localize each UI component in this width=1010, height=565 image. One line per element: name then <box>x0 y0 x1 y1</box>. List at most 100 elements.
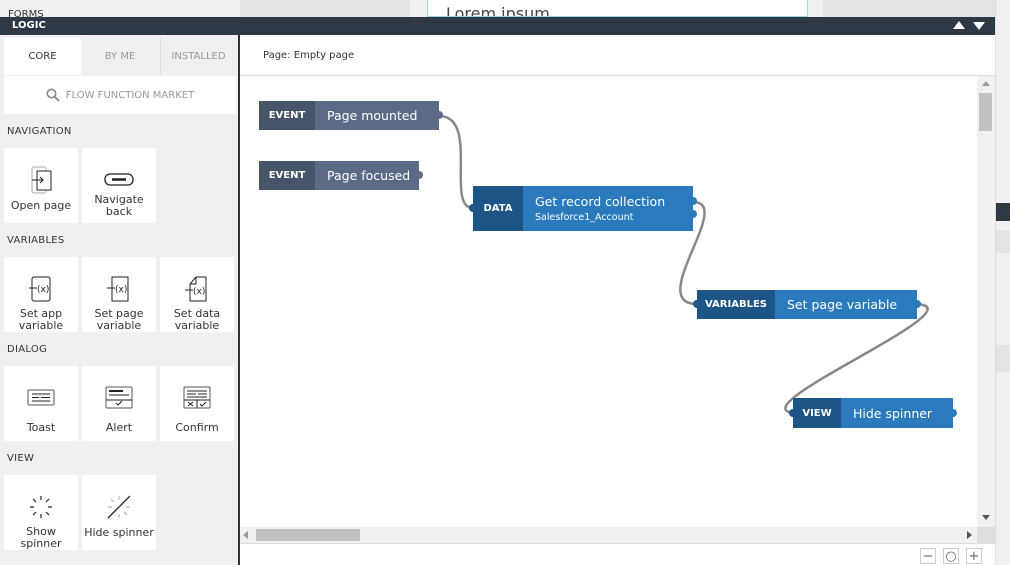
alert-icon <box>105 380 133 416</box>
zoom-reset-button[interactable]: ○ <box>943 548 959 564</box>
background-strip-right <box>823 0 995 17</box>
node-title: Set page variable <box>775 290 917 319</box>
tile-label: Set page variable <box>94 307 144 332</box>
tile-label: Confirm <box>175 421 219 434</box>
flow-node-hide-spinner[interactable]: VIEW Hide spinner <box>789 398 957 428</box>
vertical-scroll-thumb[interactable] <box>979 93 992 131</box>
background-text-field: Lorem ipsum <box>427 0 808 17</box>
horizontal-scroll-thumb[interactable] <box>256 529 360 541</box>
zoom-in-button[interactable]: + <box>966 548 982 564</box>
flow-editor: Page: Empty page EVENT Page mounted EVEN… <box>240 35 995 565</box>
search-icon <box>46 88 60 102</box>
tile-toast[interactable]: Toast <box>4 366 78 441</box>
section-dialog: DIALOG <box>7 344 48 355</box>
node-title: Page mounted <box>315 101 439 130</box>
tab-by-me[interactable]: BY ME <box>81 38 159 75</box>
input-port[interactable] <box>469 204 477 212</box>
zoom-controls: − ○ + <box>240 543 995 565</box>
tile-label: Hide spinner <box>84 526 154 539</box>
output-port[interactable] <box>435 111 443 119</box>
tile-navigate-back[interactable]: Navigate back <box>82 148 156 223</box>
scroll-up-icon[interactable] <box>982 81 990 86</box>
tile-label: Set app variable <box>18 307 64 332</box>
vertical-scrollbar[interactable] <box>977 76 995 527</box>
output-port[interactable] <box>415 171 423 179</box>
divider <box>240 75 995 76</box>
input-port[interactable] <box>789 409 797 417</box>
toast-icon <box>27 380 55 416</box>
tile-alert[interactable]: Alert <box>82 366 156 441</box>
node-type: EVENT <box>259 101 315 130</box>
output-port[interactable] <box>949 409 957 417</box>
open-page-icon <box>29 162 53 198</box>
node-type: VIEW <box>793 398 841 428</box>
tile-hide-spinner[interactable]: Hide spinner <box>82 475 156 550</box>
tile-set-data-variable[interactable]: (x) Set data variable <box>160 257 234 332</box>
forms-label: FORMS <box>8 9 44 20</box>
panel-title: LOGIC <box>12 20 46 31</box>
show-spinner-icon <box>28 489 54 524</box>
flow-node-page-focused[interactable]: EVENT Page focused <box>259 161 423 190</box>
section-variables: VARIABLES <box>7 235 65 246</box>
set-data-variable-icon: (x) <box>184 271 210 306</box>
tile-label: Toast <box>26 421 56 434</box>
market-label: FLOW FUNCTION MARKET <box>65 89 195 101</box>
logic-panel-header: LOGIC <box>0 17 995 35</box>
right-side-panel <box>995 0 1010 565</box>
wire-data-to-variables <box>679 200 706 306</box>
tab-core[interactable]: CORE <box>4 38 81 75</box>
node-body: Get record collection Salesforce1_Accoun… <box>523 186 693 231</box>
tile-label: Set data variable <box>173 307 221 332</box>
wires <box>438 114 929 415</box>
flow-node-get-record-collection[interactable]: DATA Get record collection Salesforce1_A… <box>469 186 697 231</box>
section-view: VIEW <box>7 453 35 464</box>
scroll-right-icon[interactable] <box>967 531 972 539</box>
output-port[interactable] <box>689 197 697 205</box>
wire-mounted-to-data <box>438 114 474 210</box>
output-port[interactable] <box>913 300 921 308</box>
tile-label: Navigate back <box>94 193 144 218</box>
horizontal-scrollbar[interactable] <box>240 527 977 543</box>
page-label: Page: Empty page <box>263 50 355 61</box>
svg-text:(x): (x) <box>115 285 127 295</box>
scroll-down-icon[interactable] <box>982 515 990 520</box>
tile-label: Open page <box>10 199 72 212</box>
input-port[interactable] <box>693 300 701 308</box>
flow-canvas[interactable]: EVENT Page mounted EVENT Page focused DA… <box>240 76 977 527</box>
tile-show-spinner[interactable]: Show spinner <box>4 475 78 550</box>
scroll-left-icon[interactable] <box>243 531 248 539</box>
node-subtitle: Salesforce1_Account <box>535 212 634 223</box>
flow-node-page-mounted[interactable]: EVENT Page mounted <box>259 101 443 130</box>
output-port[interactable] <box>689 210 697 218</box>
logic-sidebar: CORE BY ME INSTALLED FLOW FUNCTION MARKE… <box>0 35 240 565</box>
expand-down-icon[interactable] <box>973 22 985 30</box>
tile-confirm[interactable]: Confirm <box>160 366 234 441</box>
node-title: Page focused <box>315 161 419 190</box>
section-navigation: NAVIGATION <box>7 126 72 137</box>
set-app-variable-icon: (x) <box>28 271 54 306</box>
node-title: Get record collection <box>535 194 666 209</box>
tile-open-page[interactable]: Open page <box>4 148 78 223</box>
hide-spinner-icon <box>106 489 132 525</box>
flow-function-market-button[interactable]: FLOW FUNCTION MARKET <box>4 76 236 114</box>
node-type: VARIABLES <box>697 290 775 319</box>
lorem-text: Lorem ipsum <box>446 4 550 17</box>
set-page-variable-icon: (x) <box>106 271 132 306</box>
confirm-icon <box>183 380 211 416</box>
node-type: DATA <box>473 186 523 231</box>
node-title: Hide spinner <box>841 398 953 428</box>
flow-node-set-page-variable[interactable]: VARIABLES Set page variable <box>693 290 921 319</box>
background-forms-strip: FORMS <box>0 0 240 20</box>
navigate-back-icon <box>104 162 134 198</box>
tile-set-app-variable[interactable]: (x) Set app variable <box>4 257 78 332</box>
zoom-out-button[interactable]: − <box>920 548 936 564</box>
tile-label: Show spinner <box>20 525 62 550</box>
background-strip <box>240 0 410 17</box>
tab-installed[interactable]: INSTALLED <box>160 38 236 75</box>
node-type: EVENT <box>259 161 315 190</box>
tile-label: Alert <box>105 421 133 434</box>
tile-set-page-variable[interactable]: (x) Set page variable <box>82 257 156 332</box>
collapse-up-icon[interactable] <box>953 21 965 29</box>
wire-variables-to-view <box>784 302 929 415</box>
scroll-corner <box>977 527 995 543</box>
